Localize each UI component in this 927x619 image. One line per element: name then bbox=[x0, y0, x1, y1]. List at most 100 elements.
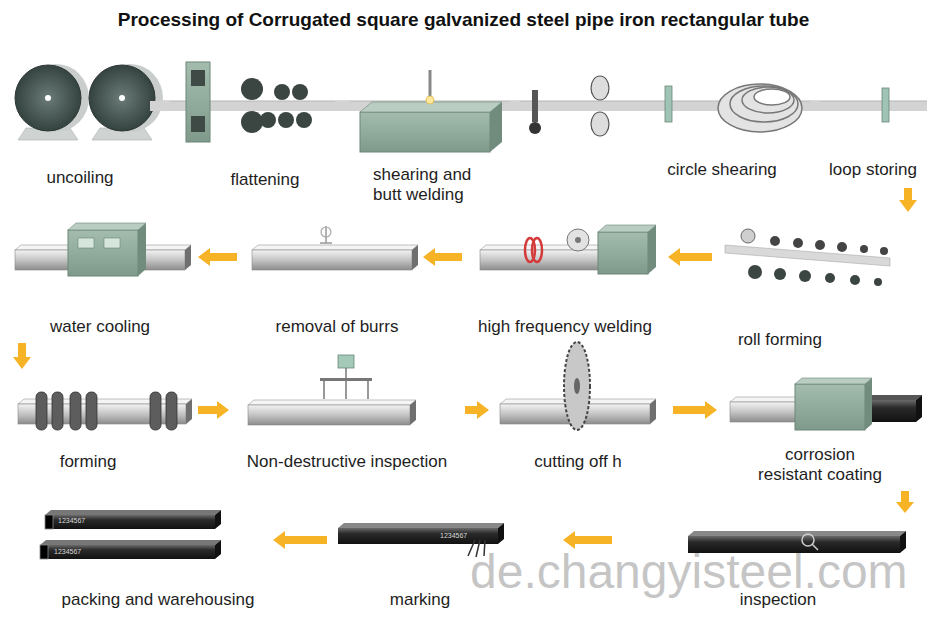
process-step: high frequency welding bbox=[465, 215, 665, 340]
strip-loop bbox=[742, 87, 794, 113]
forming-rollers bbox=[36, 392, 47, 430]
square-tube bbox=[248, 400, 416, 405]
strip-link bbox=[150, 106, 170, 107]
flattening-rolls bbox=[274, 84, 290, 100]
step-label: removal of burrs bbox=[276, 317, 399, 337]
flattening-rolls bbox=[241, 78, 263, 100]
flow-arrow bbox=[198, 401, 229, 419]
process-step: removal of burrs bbox=[240, 215, 420, 340]
coating-unit bbox=[916, 395, 922, 422]
circle-shear bbox=[591, 76, 609, 100]
forming-rollers bbox=[36, 392, 177, 430]
hf-welder bbox=[575, 237, 581, 243]
process-step: roll forming bbox=[715, 215, 920, 355]
arrow-shaft bbox=[465, 406, 478, 414]
ndt-probe bbox=[367, 381, 369, 399]
saw-blade bbox=[564, 342, 590, 430]
coated-tube bbox=[40, 545, 215, 559]
roll-former bbox=[725, 245, 890, 266]
strip-loop bbox=[754, 89, 790, 105]
arrow-head bbox=[13, 357, 31, 369]
forming-rollers bbox=[70, 392, 81, 430]
welding-table bbox=[360, 70, 502, 152]
hf-welder bbox=[532, 238, 542, 262]
coating-unit bbox=[795, 378, 872, 384]
process-step: shearing and butt welding bbox=[350, 60, 510, 208]
square-tube bbox=[730, 402, 798, 422]
step-label: flattening bbox=[231, 170, 300, 190]
arrow-head bbox=[563, 531, 575, 549]
cooling-unit bbox=[78, 238, 94, 248]
tube-marking: 1234567 bbox=[440, 531, 467, 540]
hf-welder bbox=[598, 232, 648, 274]
forming-rollers bbox=[86, 392, 97, 430]
square-tube bbox=[252, 250, 412, 270]
flattening-rolls bbox=[241, 111, 263, 133]
process-step: forming bbox=[10, 372, 195, 477]
roll-former bbox=[825, 273, 835, 283]
roll-former bbox=[770, 236, 780, 246]
step-label: cutting off h bbox=[534, 452, 622, 472]
step-label: inspection bbox=[740, 590, 817, 610]
step-label: uncoiling bbox=[46, 168, 113, 188]
coated-tube bbox=[45, 515, 215, 529]
arrow-shaft bbox=[18, 343, 26, 358]
coating-unit bbox=[795, 384, 865, 430]
flow-arrow bbox=[896, 491, 914, 513]
flattening-rolls bbox=[186, 62, 312, 142]
square-tube bbox=[248, 405, 410, 425]
coated-tube bbox=[812, 544, 818, 550]
cooling-unit bbox=[68, 223, 146, 276]
circle-shear bbox=[529, 122, 541, 134]
flattening-rolls bbox=[191, 116, 205, 132]
process-step: cutting off h bbox=[492, 372, 670, 477]
square-tube bbox=[410, 400, 416, 425]
step-label: packing and warehousing bbox=[62, 590, 255, 610]
process-step: loop storing bbox=[820, 60, 925, 185]
steel-coil bbox=[15, 65, 81, 131]
roll-former bbox=[774, 268, 786, 280]
strip-loop bbox=[718, 84, 802, 132]
arrow-head bbox=[477, 401, 489, 419]
arrow-shaft bbox=[673, 406, 706, 414]
deburring-tool bbox=[321, 227, 331, 237]
coated-tube bbox=[498, 523, 504, 544]
hf-welder bbox=[525, 225, 656, 274]
flattening-rolls bbox=[260, 112, 276, 128]
coated-tube bbox=[45, 515, 53, 529]
coated-tube bbox=[688, 531, 906, 536]
ndt-probe bbox=[345, 381, 347, 399]
process-step: corrosion resistant coating bbox=[720, 372, 920, 488]
flattening-rolls bbox=[292, 84, 308, 100]
circle-shear bbox=[665, 86, 672, 122]
coated-tube bbox=[40, 510, 221, 559]
flow-arrow bbox=[198, 248, 237, 266]
ndt-probe bbox=[323, 381, 325, 399]
ndt-probe bbox=[338, 355, 354, 368]
coating-unit bbox=[872, 400, 916, 422]
process-step: Non-destructive inspection bbox=[232, 350, 462, 477]
coated-tube bbox=[40, 545, 48, 559]
deburring-tool bbox=[325, 226, 327, 243]
step-label: shearing and butt welding bbox=[373, 165, 495, 205]
square-tube bbox=[412, 245, 418, 270]
coating-unit bbox=[872, 395, 922, 400]
arrow-shaft bbox=[209, 253, 237, 261]
strip-link bbox=[510, 101, 520, 111]
roll-former bbox=[799, 270, 811, 282]
deburring-tool bbox=[320, 242, 332, 244]
strip-loop bbox=[730, 86, 798, 122]
flow-arrow bbox=[668, 248, 712, 266]
square-tube bbox=[248, 400, 416, 425]
roll-former bbox=[850, 275, 860, 285]
hf-welder bbox=[648, 225, 656, 274]
process-step: packing and warehousing bbox=[35, 500, 270, 613]
square-tube bbox=[650, 399, 656, 424]
process-step: flattening bbox=[170, 60, 335, 193]
flattening-rolls bbox=[296, 112, 312, 128]
flattening-rolls bbox=[278, 112, 294, 128]
coated-tube bbox=[688, 531, 906, 553]
square-tube bbox=[582, 404, 650, 424]
arrow-shaft bbox=[284, 536, 327, 544]
